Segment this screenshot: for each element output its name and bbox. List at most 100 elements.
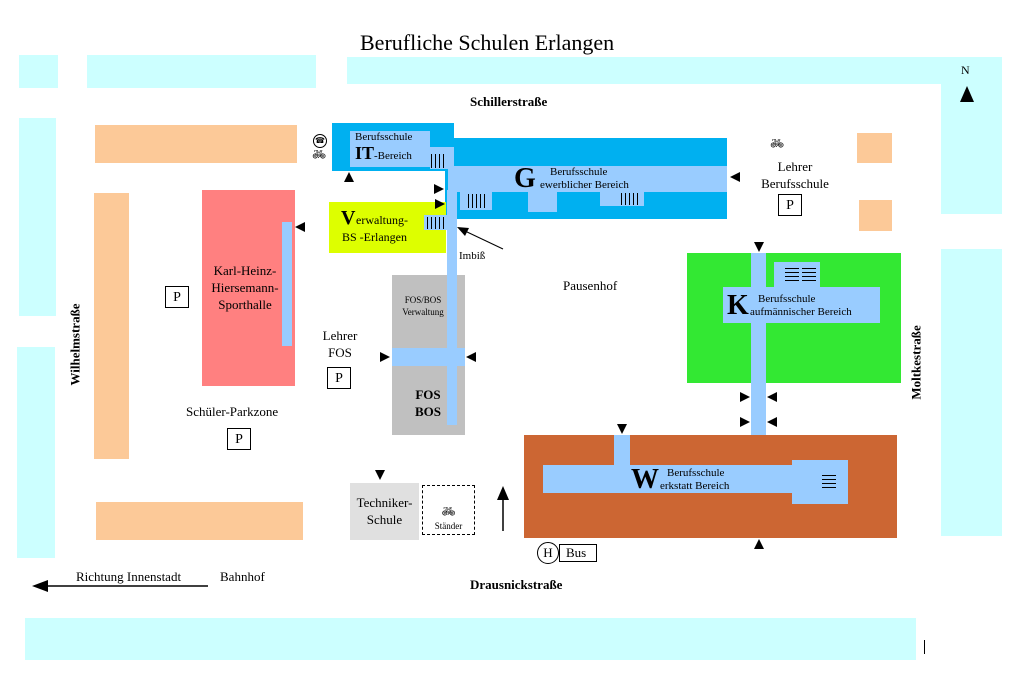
bus-stop-letter: H [543,545,553,560]
corridor-it [350,131,430,167]
road-top-left [19,55,58,88]
v-label-line2: BS -Erlangen [342,230,407,244]
road-right-upper [941,84,1002,214]
corridor-fosbos-v [447,275,457,425]
imbiss-arrow-line [464,230,504,250]
tick-mark [924,640,925,654]
entrance-arrow-it [344,172,354,182]
imbiss-arrow-head [457,227,469,236]
corridor-w-stub [614,435,630,467]
sporthalle-line3: Sporthalle [218,297,272,312]
street-moltkestrasse: Moltkestraße [908,325,924,400]
imbiss-arrow [457,227,504,250]
it-letter: IT-Bereich [355,143,412,164]
building-techniker [350,483,419,540]
road-left-upper [19,118,56,316]
page-title: Berufliche Schulen Erlangen [360,30,615,55]
corridor-g [448,166,727,192]
k-label-line1: Berufsschule [758,293,816,305]
entrance-arrow-k-top [754,242,764,252]
corridor-fosbos-h [392,348,465,366]
it-label-line1: Berufsschule [355,131,413,143]
sporthalle-line1: Karl-Heinz- [213,263,277,278]
g-label-line1: Berufsschule [550,166,608,178]
staender-label: Ständer [434,521,463,531]
it-rest-text: -Bereich [374,150,412,162]
lehrer-bs-line1: Lehrer [777,159,813,174]
road-right-lower [941,249,1002,536]
entrance-arrow-fos-right [466,352,476,362]
bicycle-icon-it: 🚲︎ [312,148,326,161]
lehrer-fos-line1: Lehrer [322,328,358,343]
street-drausnickstrasse: Drausnickstraße [470,577,563,592]
imbiss-label: Imbiß [459,250,486,262]
bahnhof-label: Bahnhof [220,569,265,584]
entrance-arrow-g-left [434,184,444,194]
pausenhof-label: Pausenhof [563,278,618,293]
road-bottom [25,618,916,660]
richtung-innenstadt-label: Richtung Innenstadt [76,569,182,584]
parking-area-top [95,125,297,163]
corridor-sporthalle [282,222,292,346]
entrance-arrow-k-left-1 [740,392,750,402]
entrance-arrow-w-top [617,424,627,434]
street-wilhelmstrasse: Wilhelmstraße [67,303,83,386]
g-label-line2: ewerblicher Bereich [540,179,629,191]
bicycle-icon: 🚲︎ [441,505,456,518]
road-left-lower [17,347,55,558]
stairs-it [430,153,448,169]
street-schillerstrasse: Schillerstraße [470,94,548,109]
parking-area-right-2 [859,200,892,231]
entrance-arrow-w-bottom [754,539,764,549]
stairs-g-2 [620,192,640,206]
fosbos-verw-line2: Verwaltung [402,307,444,317]
entrance-arrow-techniker [375,470,385,480]
corridor-w-h [543,465,793,493]
north-label: N [961,63,970,77]
lehrer-bs-line2: Berufsschule [761,176,829,191]
stairs-g-1 [467,193,489,209]
parking-area-right-1 [857,133,892,163]
fosbos-verw-line1: FOS/BOS [404,295,442,305]
entrance-arrow-k-right-1 [767,392,777,402]
entrance-arrow-k-left-2 [740,417,750,427]
stairs-k-1 [785,268,799,284]
fosbos-line1: FOS [415,387,441,402]
phone-icon: ☎ [313,134,327,148]
entrance-arrow-fos-left [380,352,390,362]
bus-stop-icon: H [537,542,559,564]
lehrer-fos-line2: FOS [328,345,352,360]
building-sporthalle [202,190,295,386]
stairs-k-2 [802,268,816,284]
parking-sign-lehrer-fos: P [327,367,351,389]
schueler-parkzone-label: Schüler-Parkzone [186,404,279,419]
techniker-line2: Schule [366,512,403,527]
w-letter: W [631,464,659,495]
road-top-right [347,57,1002,84]
north-arrow-icon [960,86,974,102]
bus-label: Bus [566,545,587,560]
corridor-g-stub1 [528,190,557,212]
parking-sign-sporthalle: P [165,286,189,308]
parking-area-bottom [96,502,303,540]
stairs-verwaltung [426,216,446,230]
w-label-line2: erkstatt Bereich [660,480,730,492]
k-letter: K [727,290,749,321]
parking-area-left [94,193,129,459]
parking-sign-schueler: P [227,428,251,450]
corridor-w-stairs-room [792,460,848,504]
road-top-mid [87,55,316,88]
it-letter-text: IT [355,143,375,163]
bicycle-icon-lehrer: 🚲︎ [770,137,784,150]
corridor-k-h [723,287,880,323]
g-letter: G [514,163,536,194]
fosbos-line2: BOS [414,404,441,419]
entrance-arrow-g-right [730,172,740,182]
direction-arrow-innenstadt [32,580,208,592]
direction-arrow-head [32,580,48,592]
parking-sign-lehrer-bs: P [778,194,802,216]
v-letter: V [341,207,356,229]
sporthalle-line2: Hiersemann- [211,280,279,295]
stairs-w [822,475,836,491]
v-label-line1: erwaltung- [356,213,408,227]
